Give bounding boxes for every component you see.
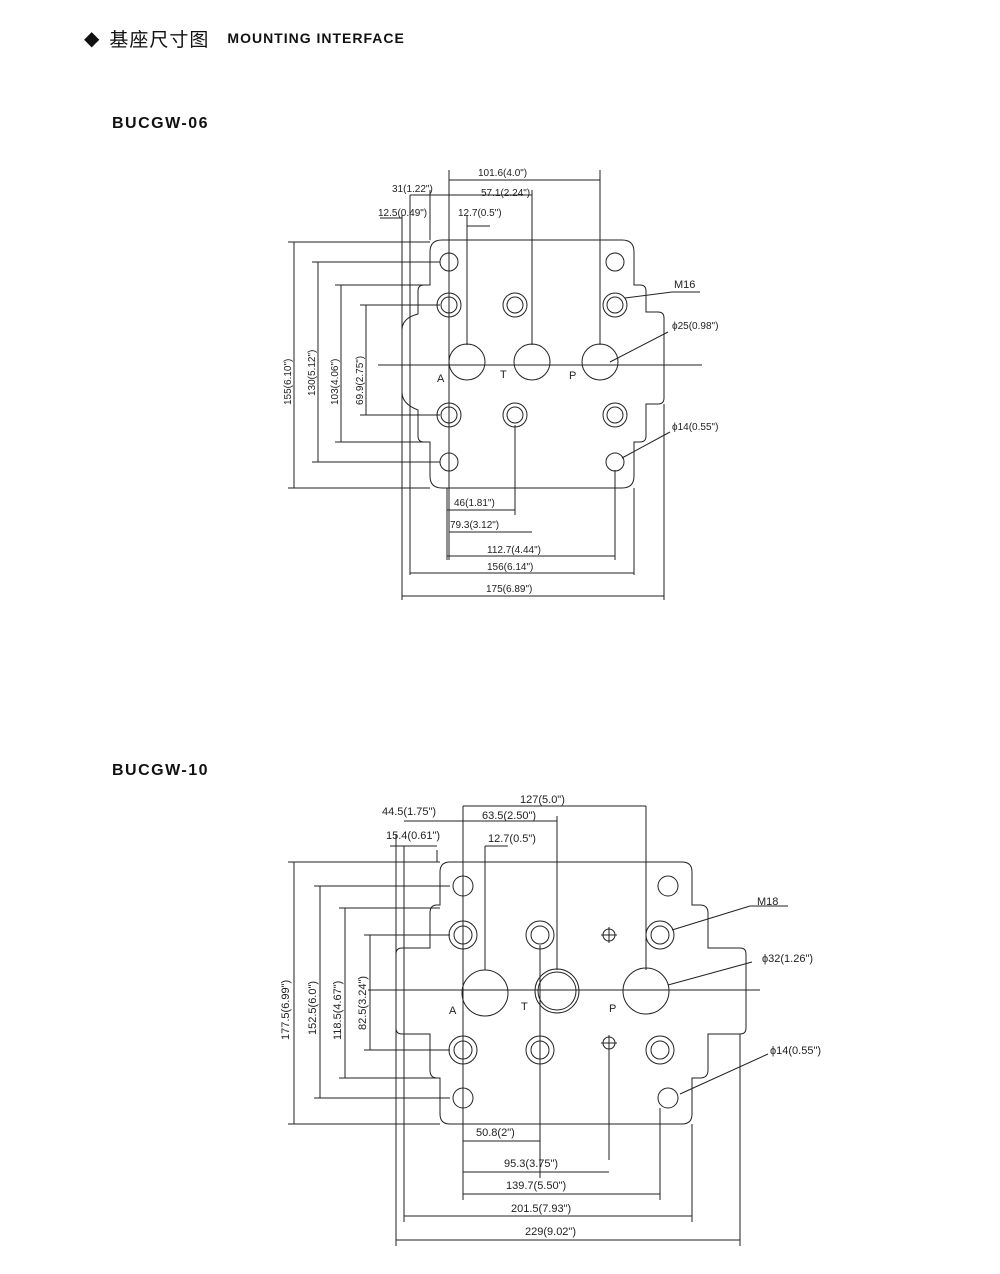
thread-label-10: M18 [757,896,778,908]
left-dim-06-a: 155(6.10") [283,359,294,405]
ports-10 [461,967,670,1017]
bolt-dia-label-06: ϕ14(0.55") [672,422,718,433]
leaders-10 [667,905,788,1095]
port-label-p-10: P [609,1003,616,1015]
title-chinese: 基座尺寸图 [109,28,210,51]
left-dim-06-c: 103(4.06") [330,359,341,405]
page-header: ◆ 基座尺寸图 MOUNTING INTERFACE [84,22,405,54]
port-label-t-06: T [500,369,507,381]
top-dim-lines-10 [390,805,646,847]
left-dim-10-d: 82.5(3.24") [357,976,369,1030]
bottom-dim-06-e: 175(6.89") [486,584,532,595]
bottom-dim-06-b: 79.3(3.12") [450,520,499,531]
locating-pins-10 [601,927,617,1051]
port-dia-label-06: ϕ25(0.98") [672,321,718,332]
model-title-06: BUCGW-06 [112,115,210,132]
top-dim-10-c: 63.5(2.50") [482,810,536,822]
top-dim-06-d: 12.5(0.49") [378,208,427,219]
bottom-dim-06-d: 156(6.14") [487,562,533,573]
leaders-06 [609,291,700,459]
bottom-dim-10-a: 50.8(2") [476,1127,515,1139]
bottom-dim-lines-10 [396,1140,740,1241]
top-dim-06-c: 57.1(2.24") [481,188,530,199]
port-label-p-06: P [569,370,576,382]
left-dim-lines-06 [288,241,440,489]
top-dim-10-b: 44.5(1.75") [382,806,436,818]
top-dim-10-a: 127(5.0") [520,794,565,806]
bottom-dim-10-d: 201.5(7.93") [511,1203,571,1215]
port-dia-label-10: ϕ32(1.26") [762,953,813,965]
left-dim-lines-10 [288,861,450,1125]
extension-lines-06 [401,170,665,600]
threaded-holes-10 [448,920,675,1065]
top-dim-06-a: 101.6(4.0") [478,168,527,179]
left-dim-10-c: 118.5(4.67") [332,981,344,1040]
bottom-dim-06-a: 46(1.81") [454,498,495,509]
diamond-bullet-icon: ◆ [84,26,100,50]
top-dim-lines-06 [380,179,600,227]
top-dim-06-e: 12.7(0.5") [458,208,502,219]
left-dim-06-d: 69.9(2.75") [355,356,366,405]
subplate-outline-10 [395,861,747,1125]
bottom-dim-10-e: 229(9.02") [525,1226,576,1238]
port-label-t-10: T [521,1001,528,1013]
bottom-dim-lines-06 [402,509,664,597]
extension-lines-10 [395,806,741,1246]
bottom-dim-10-b: 95.3(3.75") [504,1158,558,1170]
model-title-10: BUCGW-10 [112,762,210,779]
bolt-dia-label-10: ϕ14(0.55") [770,1045,821,1057]
bolt-holes-10 [452,875,679,1109]
top-dim-10-d: 15.4(0.61") [386,830,440,842]
thread-label-06: M16 [674,279,695,291]
port-label-a-10: A [449,1005,457,1017]
left-dim-10-b: 152.5(6.0") [307,981,319,1035]
top-dim-10-e: 12.7(0.5") [488,833,536,845]
bottom-dim-06-c: 112.7(4.44") [487,545,541,556]
title-english: MOUNTING INTERFACE [227,30,405,46]
left-dim-10-a: 177.5(6.99") [280,980,292,1040]
port-label-a-06: A [437,373,445,385]
top-dim-06-b: 31(1.22") [392,184,433,195]
bottom-dim-10-c: 139.7(5.50") [506,1180,566,1192]
left-dim-06-b: 130(5.12") [307,350,318,396]
